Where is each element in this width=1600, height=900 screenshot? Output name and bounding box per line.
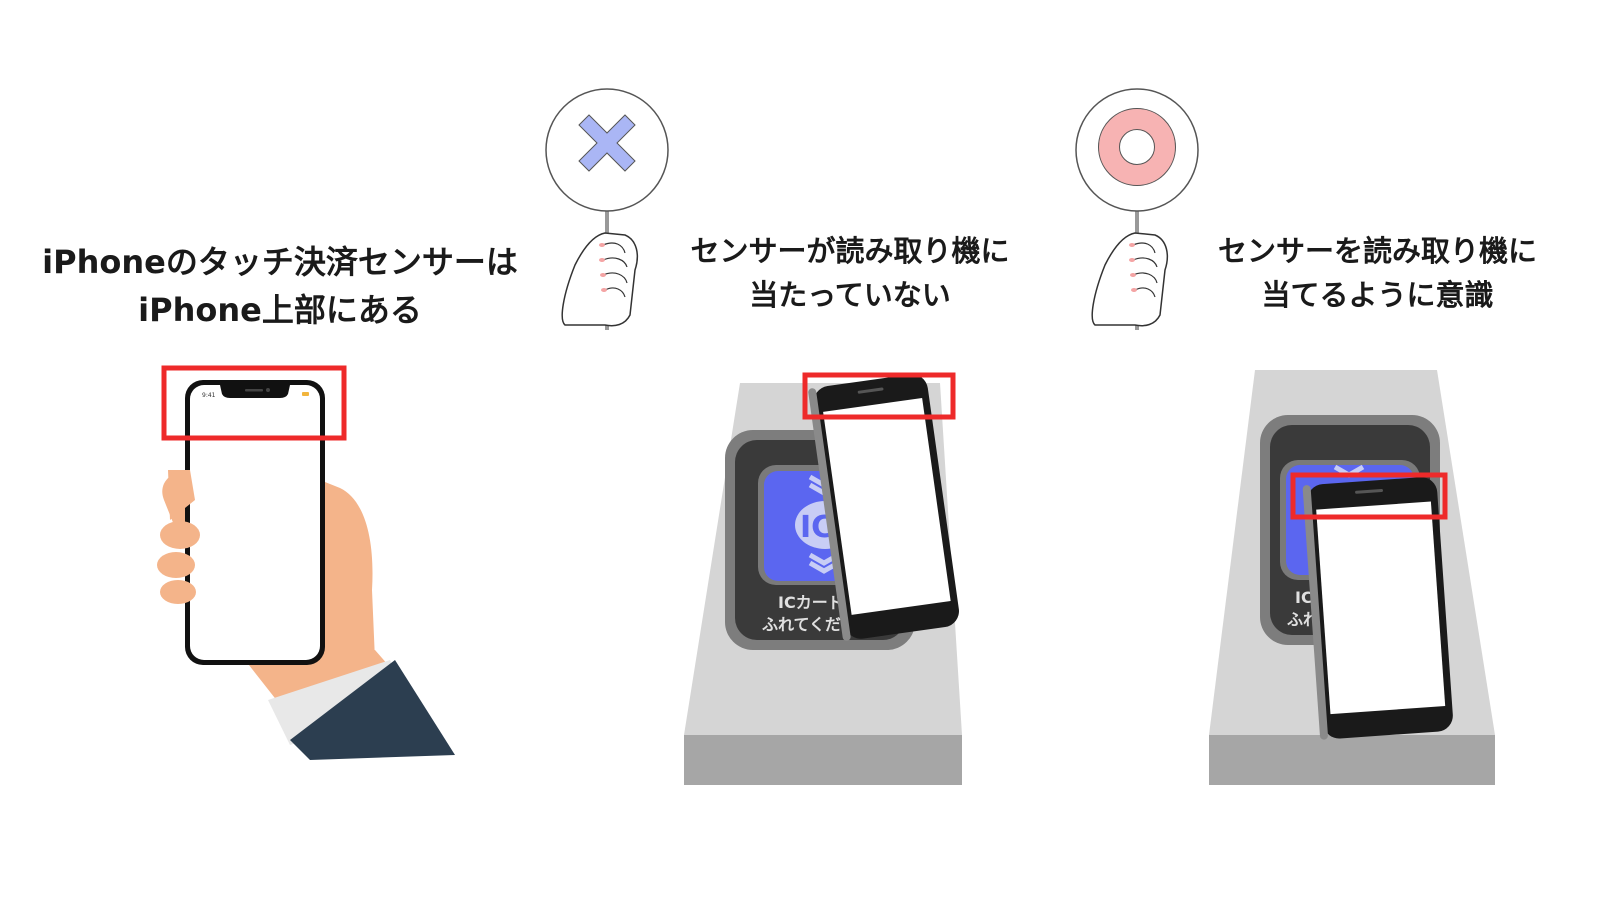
iphone-status-time: 9:41 [202,392,216,399]
circle-sign-illustration [1075,88,1199,330]
iphone-left: 9:41 [185,380,325,665]
cross-icon [578,114,636,172]
iphone-right [1302,477,1453,740]
cross-sign-illustration [545,88,669,330]
reader-text-line2: ふれてくだ [762,615,841,634]
reader-right-text-line2: ふれ [1287,610,1319,629]
right-caption: センサーを読み取り機に 当てるように意識 [1195,230,1560,317]
left-caption-line1: iPhoneのタッチ決済センサーは [42,243,518,281]
circle-icon [1098,108,1176,186]
middle-caption-line2: 当たっていない [749,277,951,312]
middle-caption-line1: センサーが読み取り機に [690,234,1010,268]
sensor-highlight-right [1290,472,1448,520]
right-caption-line1: センサーを読み取り機に [1217,234,1537,268]
reader-text-line1: ICカード [778,593,844,612]
iphone-middle [808,374,959,641]
middle-caption: センサーが読み取り機に 当たっていない [665,230,1035,317]
reader-right-text-line1: IC [1295,588,1313,607]
left-caption: iPhoneのタッチ決済センサーは iPhone上部にある [10,238,550,334]
sensor-highlight-left [161,365,347,441]
reader-right-ic-logo: IC [1205,365,1206,366]
right-caption-line2: 当てるように意識 [1261,277,1494,312]
gate-reader-correct-illustration: IC ふれ IC [1205,365,1495,785]
gate-reader-wrong-illustration: IC ICカード ふれてくだ [684,372,962,785]
left-caption-line2: iPhone上部にある [138,291,422,329]
sensor-highlight-middle [802,372,956,420]
hand-holding-iphone-illustration: 9:41 [157,365,455,760]
